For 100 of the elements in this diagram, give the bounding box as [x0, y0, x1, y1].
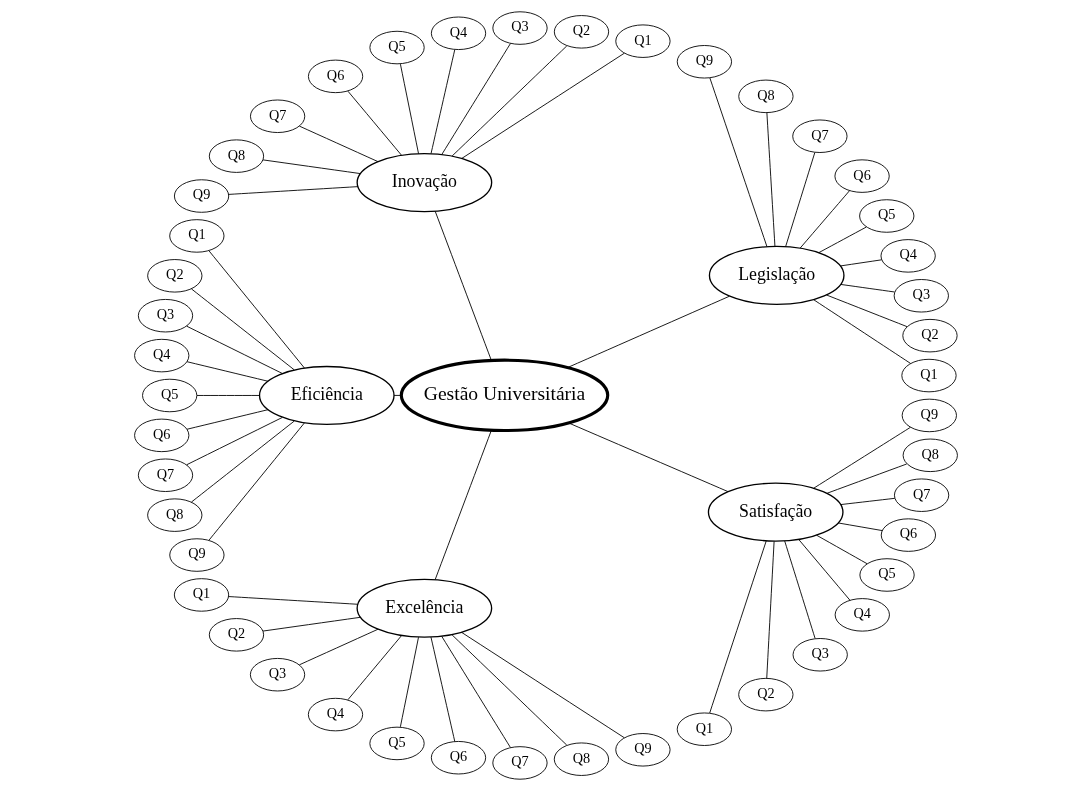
connector: [430, 49, 455, 154]
connector: [430, 636, 455, 742]
connector: [708, 540, 767, 714]
node-ellipse: Q2: [553, 15, 609, 49]
connector: [208, 422, 305, 541]
connector: [825, 294, 907, 328]
node-ellipse: Q8: [553, 742, 609, 776]
node-ellipse: Legislação: [708, 245, 845, 305]
node-ellipse: Q8: [902, 438, 958, 473]
node-ellipse: Q2: [146, 259, 202, 293]
connector: [812, 426, 911, 489]
node-ellipse: Q7: [791, 119, 847, 153]
node-ellipse: Q3: [137, 299, 193, 333]
connector: [186, 361, 269, 382]
connector: [837, 522, 882, 531]
node-ellipse: Q6: [880, 518, 936, 552]
connector: [818, 226, 867, 254]
connector: [393, 394, 402, 396]
node-ellipse: Q5: [368, 726, 425, 761]
node-ellipse: Q3: [249, 658, 305, 692]
connector: [227, 596, 358, 605]
connector: [812, 299, 911, 364]
node-ellipse: Q4: [307, 697, 363, 732]
node-ellipse: Q1: [676, 712, 732, 746]
node-ellipse: Q6: [133, 418, 189, 453]
node-ellipse: Q6: [307, 59, 363, 94]
connector: [196, 395, 260, 396]
connector: [185, 325, 283, 374]
node-ellipse: Q6: [430, 741, 486, 775]
node-ellipse: Q4: [133, 338, 189, 373]
node-ellipse: Q1: [173, 578, 229, 612]
node-ellipse: Q9: [901, 398, 957, 433]
connector: [815, 534, 868, 565]
node-ellipse: Q8: [737, 79, 793, 114]
connector: [346, 635, 402, 701]
connector: [186, 409, 269, 430]
node-ellipse: Q7: [893, 478, 949, 512]
connector: [440, 43, 511, 156]
node-ellipse: Q3: [491, 11, 548, 45]
connector: [567, 295, 730, 368]
connector: [826, 463, 907, 494]
node-ellipse: Eficiência: [258, 365, 395, 426]
node-ellipse: Q4: [880, 239, 936, 273]
connector: [451, 634, 567, 746]
node-ellipse: Q5: [141, 378, 197, 413]
connector: [840, 284, 895, 293]
connector: [840, 497, 895, 505]
node-ellipse: Q4: [834, 598, 890, 632]
node-ellipse: Q2: [737, 677, 793, 712]
connector: [347, 90, 402, 156]
node-ellipse: Q6: [833, 159, 890, 193]
node-ellipse: Q8: [208, 139, 264, 173]
node-ellipse: Q4: [430, 16, 486, 50]
connector: [799, 190, 850, 249]
node-ellipse: Q7: [137, 458, 193, 492]
connector: [190, 420, 295, 503]
connector: [399, 63, 419, 155]
node-ellipse: Q3: [792, 638, 848, 672]
node-ellipse: Inovação: [356, 153, 492, 213]
connector: [567, 422, 728, 493]
node-ellipse: Satisfação: [707, 482, 844, 542]
node-ellipse: Q1: [900, 358, 957, 393]
node-ellipse: Q5: [368, 30, 425, 65]
node-ellipse: Q7: [249, 99, 305, 133]
connector: [839, 259, 882, 267]
node-ellipse: Q9: [614, 733, 671, 767]
connector: [783, 540, 816, 639]
connector: [460, 52, 625, 159]
connector: [765, 541, 775, 679]
node-ellipse: Q5: [858, 199, 914, 233]
connector: [185, 417, 283, 466]
node-ellipse: Q7: [491, 746, 548, 780]
connector: [298, 125, 378, 163]
connector: [451, 45, 567, 157]
connector: [262, 616, 361, 632]
connector: [434, 210, 492, 361]
connector: [227, 186, 358, 195]
node-ellipse: Q3: [893, 279, 949, 313]
node-ellipse: Q8: [146, 498, 202, 532]
node-ellipse: Excelência: [355, 578, 492, 638]
node-ellipse: Q9: [676, 45, 732, 79]
node-ellipse: Q2: [901, 318, 958, 353]
connector: [208, 250, 305, 369]
connector: [784, 152, 815, 247]
node-ellipse: Q1: [168, 219, 224, 253]
connector: [190, 288, 295, 371]
connector: [797, 538, 850, 601]
node-ellipse: Q2: [208, 618, 264, 652]
connector: [765, 112, 775, 247]
connector: [708, 77, 767, 248]
connector: [460, 632, 625, 739]
node-ellipse: Gestão Universitária: [399, 358, 609, 433]
node-ellipse: Q1: [614, 24, 671, 58]
node-ellipse: Q5: [858, 558, 915, 592]
connector: [440, 635, 511, 748]
connector: [434, 429, 492, 580]
connector: [262, 159, 361, 175]
connector: [298, 628, 378, 666]
node-ellipse: Q9: [173, 179, 229, 213]
connector: [399, 636, 419, 728]
